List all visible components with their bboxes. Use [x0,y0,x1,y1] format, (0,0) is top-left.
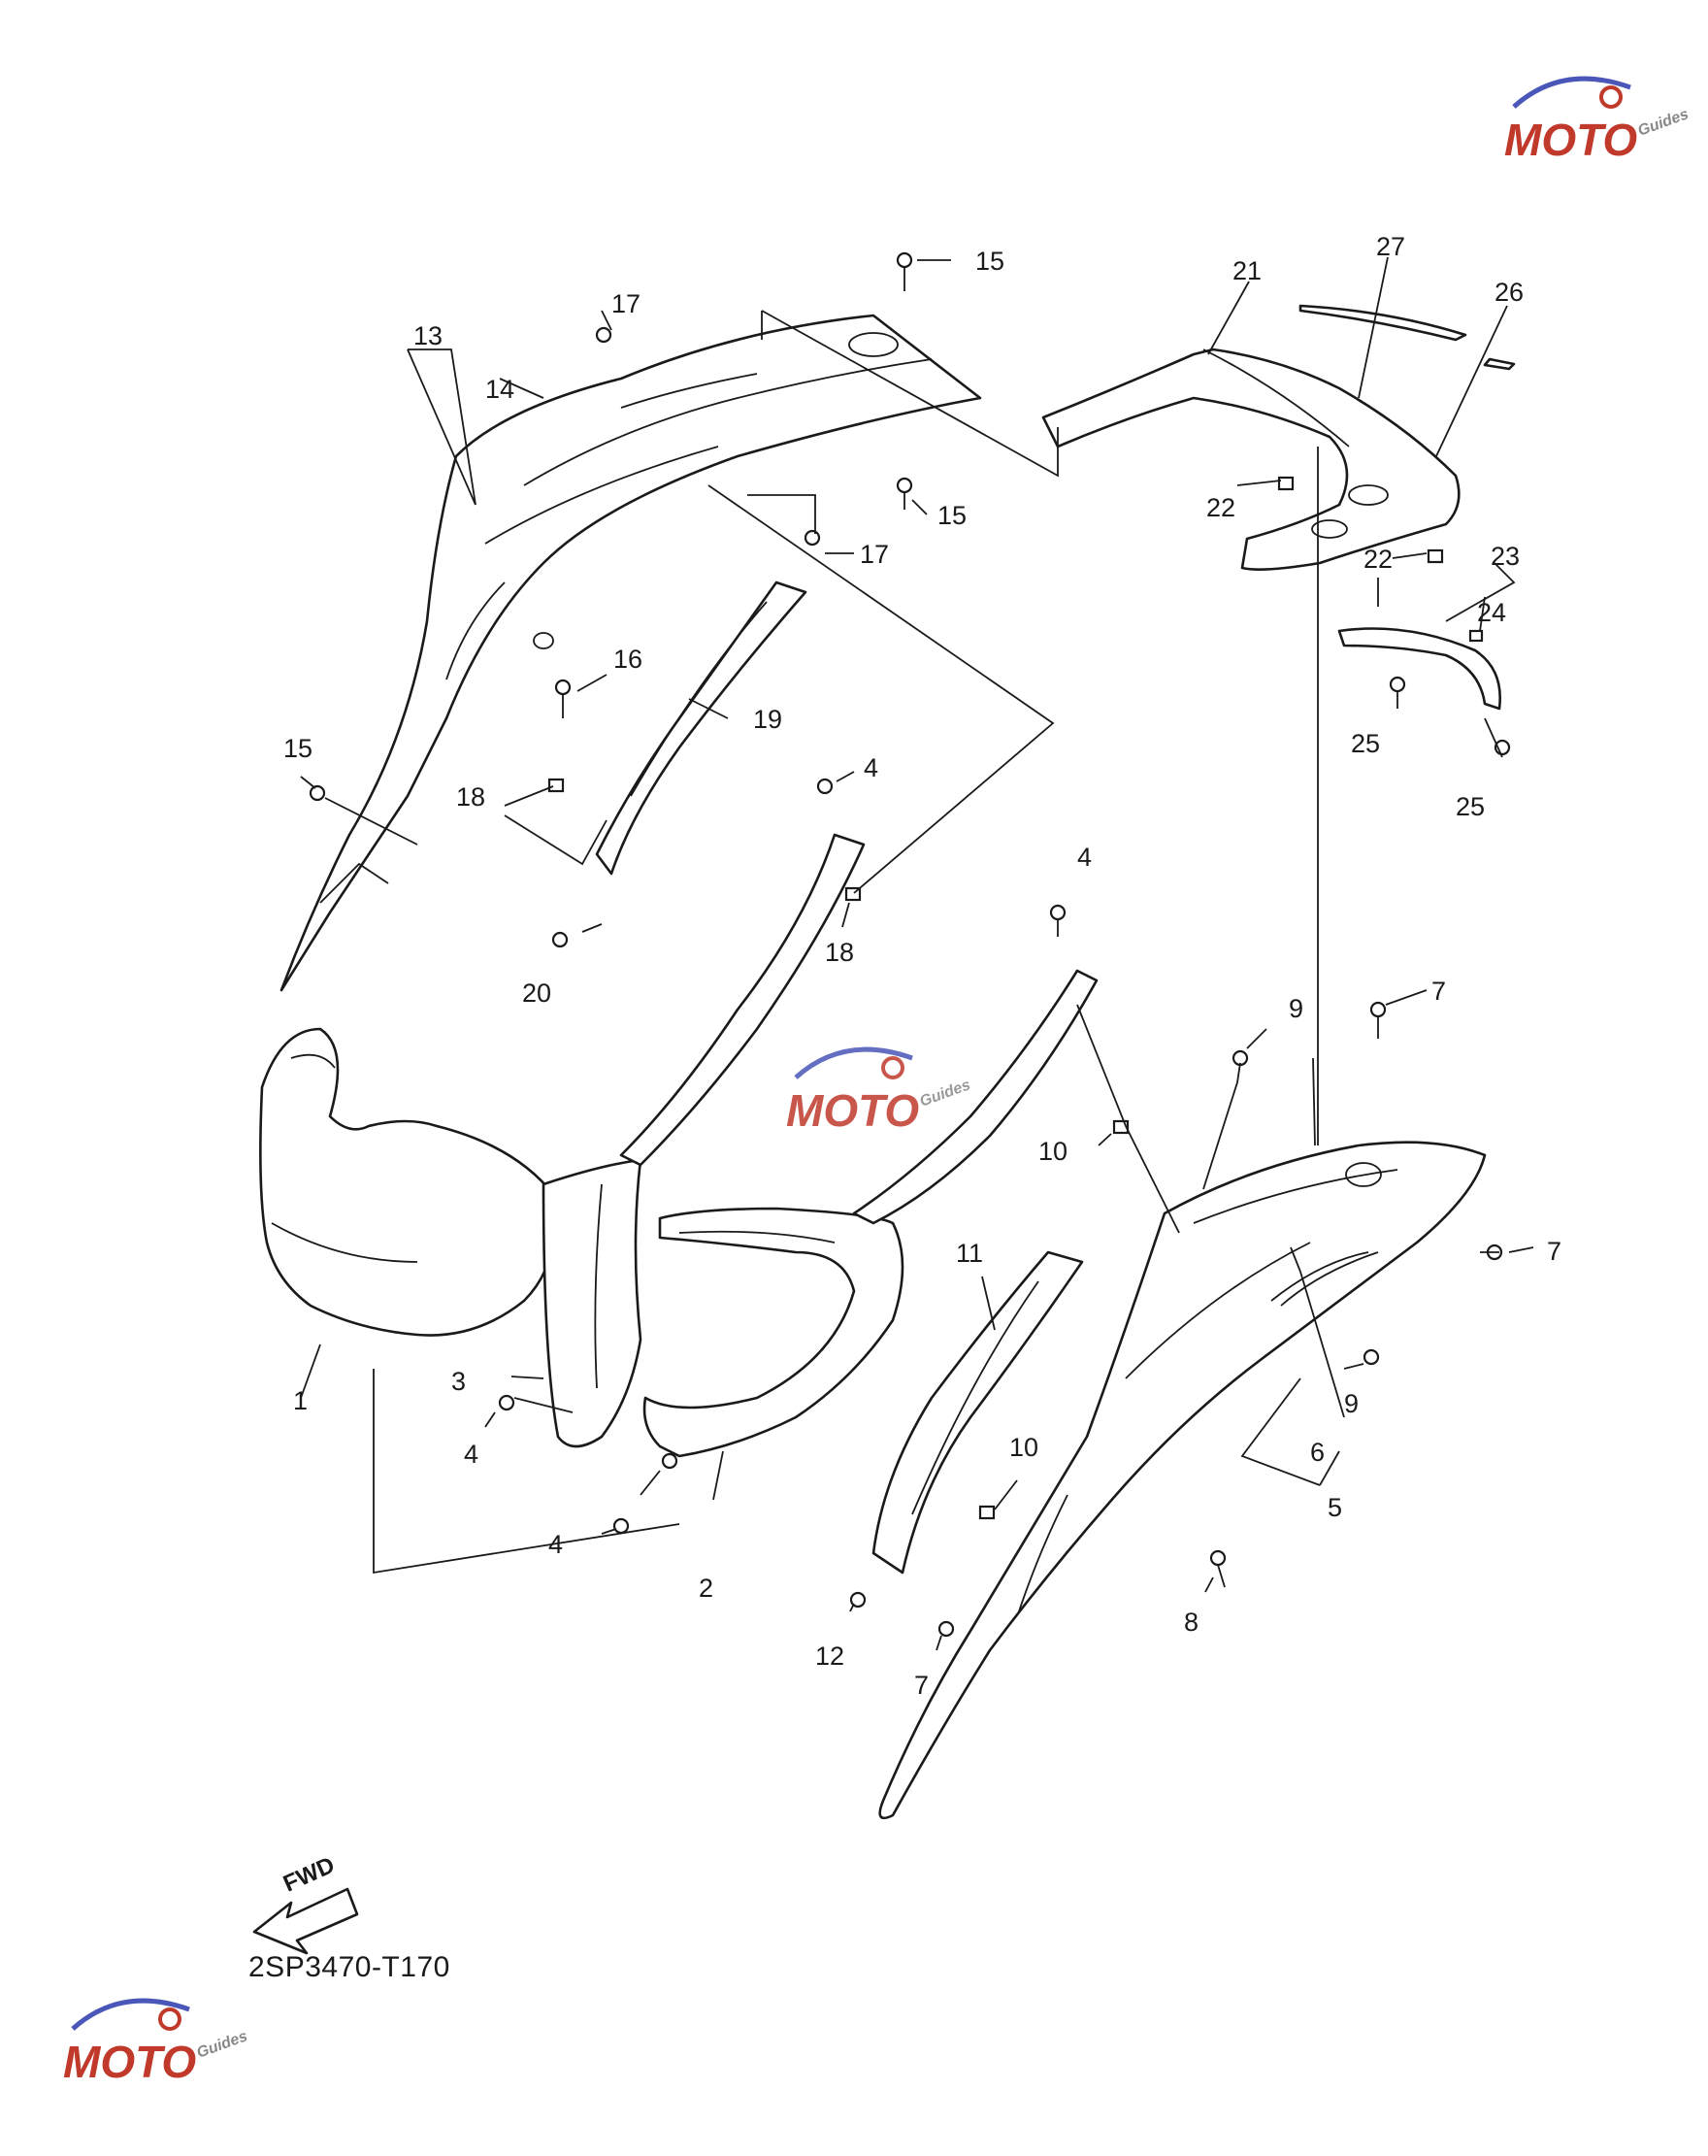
part-3-lower-panel [542,1158,642,1448]
part-1-front-cover [259,1027,557,1337]
fwd-arrow-icon [252,1887,359,1955]
part-26-emblem [1483,357,1516,371]
part-23-rear-bracket [1337,627,1501,711]
watermark-logo-top-right: MOTO Guides [1504,76,1692,165]
part-11-inner-trim [871,1250,1084,1575]
callout-9-upper: 9 [1289,994,1303,1023]
callout-24: 24 [1477,598,1506,627]
part-5-rear-side-cover [878,1141,1487,1820]
callout-26: 26 [1494,278,1524,307]
callout-27: 27 [1376,232,1405,261]
fasteners [309,251,1511,1638]
screw-17-top [595,326,612,344]
screw-4-left [498,1394,515,1411]
watermark-logo-bottom-left: MOTO Guides [63,1998,250,2087]
callout-22-upper: 22 [1206,493,1235,522]
callout-13: 13 [413,321,443,350]
callout-17-top: 17 [611,289,640,318]
callout-21: 21 [1232,256,1262,285]
screw-4-top [816,778,834,795]
callout-18-left: 18 [456,782,485,812]
screw-8 [1209,1549,1227,1567]
screw-9-upper [1232,1049,1249,1067]
callout-7-right: 7 [1547,1237,1561,1266]
callout-6: 6 [1310,1438,1325,1467]
callout-1: 1 [293,1386,308,1415]
callout-20: 20 [522,978,551,1008]
svg-text:Guides: Guides [1636,106,1692,140]
screw-12 [849,1591,867,1609]
callout-numbers: 15 17 13 14 15 17 16 19 15 18 4 18 20 4 … [283,232,1561,1700]
callout-15-mid: 15 [937,501,967,530]
callout-17-mid: 17 [860,540,889,569]
callout-23: 23 [1491,542,1520,571]
callout-3: 3 [451,1367,466,1396]
screw-7-lower [937,1620,955,1638]
callout-14: 14 [485,375,514,404]
watermark-logo-center: MOTO Guides [786,1046,973,1136]
callout-8: 8 [1184,1608,1199,1637]
clip-10-lower [978,1505,996,1520]
callout-4-left: 4 [464,1440,478,1469]
screw-20 [551,931,569,948]
part-6-emblem [1280,1251,1379,1307]
callout-18-center: 18 [825,938,854,967]
callout-5: 5 [1328,1493,1342,1522]
screw-4-right [1049,904,1067,921]
screw-17-mid [804,529,821,547]
svg-text:MOTO: MOTO [63,2037,196,2087]
callout-15-top: 15 [975,247,1004,276]
screw-16 [554,679,572,696]
svg-text:MOTO: MOTO [786,1085,919,1136]
screw-4-center [661,1452,678,1470]
part-4-side-strip [852,969,1099,1225]
part-19-inner-panel [595,580,807,876]
callout-19: 19 [753,705,782,734]
clip-24 [1468,629,1484,643]
callout-9-lower: 9 [1344,1389,1359,1418]
callout-4-top: 4 [864,753,878,782]
callout-22-lower: 22 [1363,545,1393,574]
diagram-code: 2SP3470-T170 [248,1951,450,1983]
callout-4-bottom: 4 [548,1530,563,1559]
part-4-long-strip [619,833,866,1167]
callout-16: 16 [613,645,642,674]
screw-15-left [309,784,326,802]
callout-15-left: 15 [283,734,312,763]
screw-7-upper [1369,1001,1387,1018]
part-27-strip [1298,304,1467,342]
callout-7-upper: 7 [1431,977,1446,1006]
callout-10-upper: 10 [1038,1137,1068,1166]
svg-text:Guides: Guides [195,2028,250,2062]
screw-15-mid [896,477,913,494]
callout-10-lower: 10 [1009,1433,1038,1462]
screw-4-bottom [612,1517,630,1535]
screw-25-left [1389,676,1406,693]
callout-25-right: 25 [1456,792,1485,821]
part-2-center-panel [642,1207,904,1458]
callout-11: 11 [956,1239,983,1268]
callout-2: 2 [699,1574,713,1603]
part-21-rear-handle [1041,348,1461,571]
screw-15-top [896,251,913,269]
clip-22-lower [1427,548,1444,564]
screw-9-lower [1363,1348,1380,1366]
callout-12: 12 [815,1642,844,1671]
clip-22-upper [1277,476,1295,491]
callout-4-right: 4 [1077,843,1092,872]
svg-text:Guides: Guides [918,1077,973,1111]
callout-7-lower: 7 [914,1671,929,1700]
clip-18-left [547,778,565,793]
callout-25-left: 25 [1351,729,1380,758]
leader-lines [300,256,1534,1651]
svg-text:MOTO: MOTO [1504,115,1637,165]
